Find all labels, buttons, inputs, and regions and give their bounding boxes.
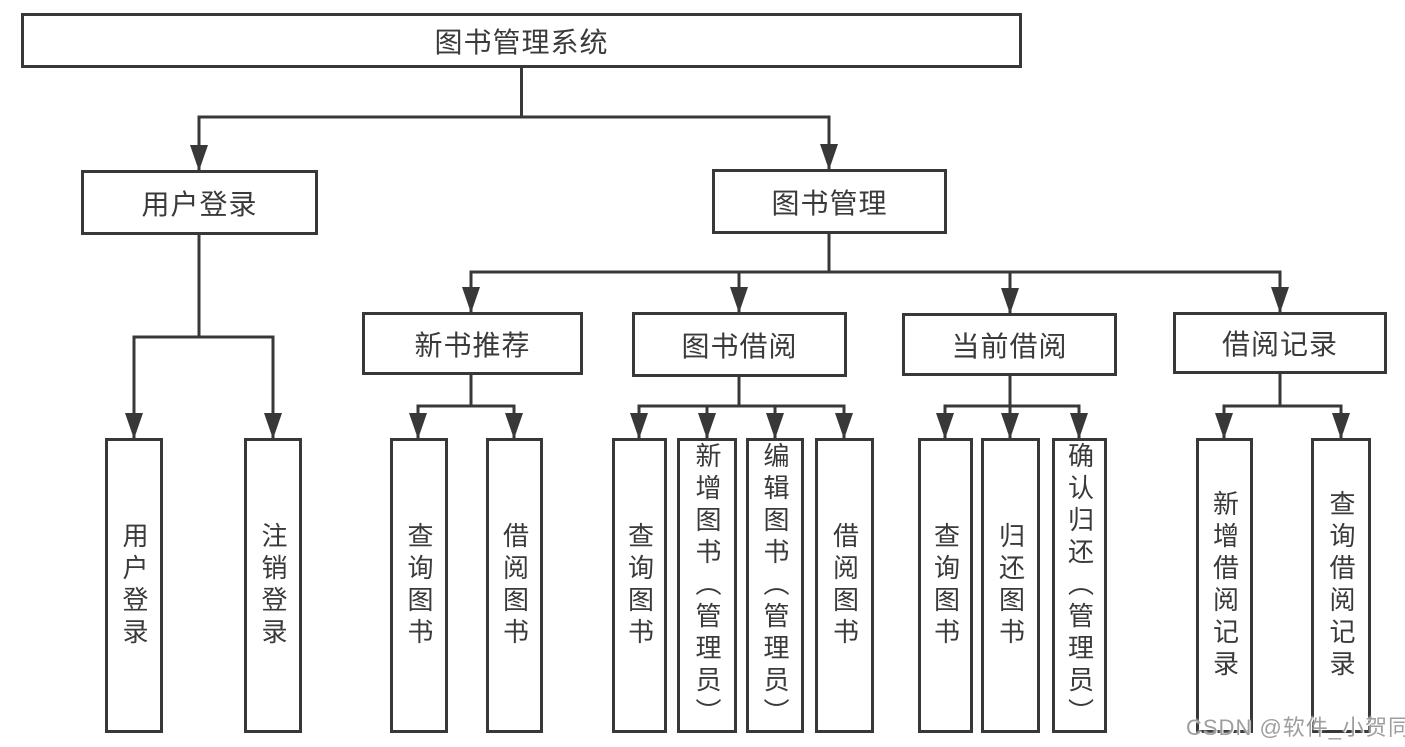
- node-user-login: 用户登录: [81, 170, 318, 235]
- leaf-return-book: 归还图书: [981, 438, 1040, 733]
- node-root: 图书管理系统: [21, 13, 1022, 68]
- leaf-borrow-book: 借阅图书: [815, 438, 874, 733]
- leaf-newbook-borrow-book: 借阅图书: [486, 438, 543, 733]
- node-borrow-record: 借阅记录: [1173, 312, 1387, 374]
- connector-root-branch: [190, 115, 838, 171]
- leaf-add-book-admin: 新增图书（管理员）: [677, 438, 737, 733]
- leaf-borrow-query-book: 查询图书: [612, 438, 667, 733]
- node-book-management: 图书管理: [712, 169, 947, 234]
- leaf-logout: 注销登录: [244, 438, 302, 733]
- csdn-watermark: CSDN @软件_小贺同学: [1186, 715, 1405, 740]
- connector-record-branch: [1215, 404, 1350, 439]
- node-new-book-recommend: 新书推荐: [362, 312, 583, 375]
- leaf-current-query-book: 查询图书: [918, 438, 973, 733]
- leaf-confirm-return-admin: 确认归还（管理员）: [1052, 438, 1107, 733]
- leaf-query-borrow-record: 查询借阅记录: [1311, 438, 1371, 733]
- connector-login-branch: [125, 335, 282, 439]
- connector-newbook-branch: [409, 404, 523, 439]
- leaf-user-login: 用户登录: [105, 438, 163, 733]
- node-book-borrow: 图书借阅: [632, 312, 847, 377]
- leaf-edit-book-admin: 编辑图书（管理员）: [746, 438, 804, 733]
- leaf-add-borrow-record: 新增借阅记录: [1196, 438, 1253, 733]
- node-current-borrow: 当前借阅: [902, 313, 1117, 376]
- leaf-newbook-query-book: 查询图书: [390, 438, 448, 733]
